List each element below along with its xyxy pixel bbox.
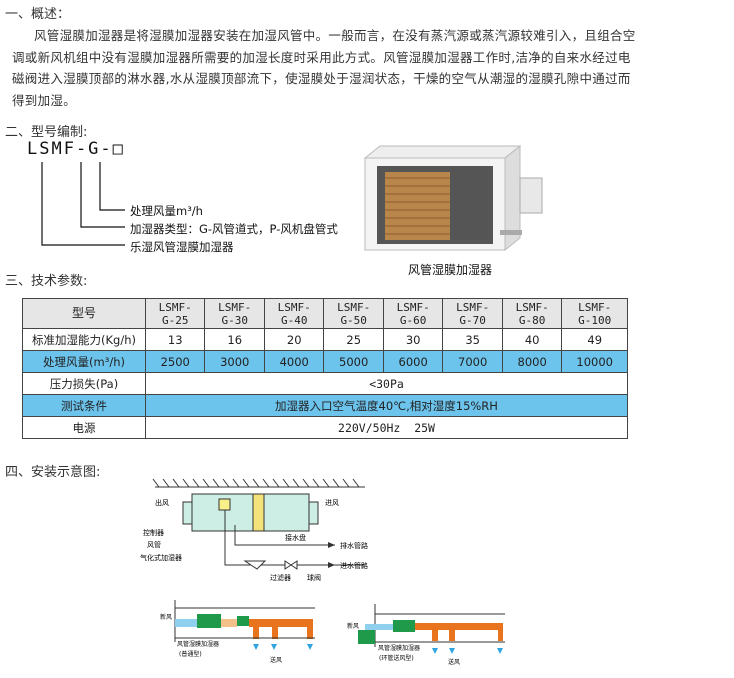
header-model: 型号	[22, 298, 146, 329]
product-photo	[363, 144, 543, 252]
cell: 10000	[561, 350, 628, 373]
cell: 5000	[323, 350, 384, 373]
model-cell: LSMF-G-60	[382, 298, 444, 329]
table-row-capacity: 标准加湿能力(Kg/h) 13 16 20 25 30 35 40 49	[22, 328, 628, 351]
overview-body: 风管湿膜加湿器是将湿膜加湿器安装在加湿风管中。一般而言，在没有蒸汽源或蒸汽源较难…	[12, 28, 636, 108]
install-diagram-piping: 出风 进风 控制器 风管 气化式加湿器 接水盘 排水管路 进水管路 过滤器 球阀	[140, 478, 368, 582]
model-cell: LSMF-G-50	[323, 298, 384, 329]
model-cell: LSMF-G-100	[561, 298, 628, 329]
model-line: G-80	[518, 313, 546, 327]
label-name-2: 风管湿膜加湿器	[378, 644, 420, 652]
overview-text: 风管湿膜加湿器是将湿膜加湿器安装在加湿风管中。一般而言，在没有蒸汽源或蒸汽源较难…	[12, 25, 642, 111]
row-label: 电源	[22, 416, 146, 439]
label-name: 风管湿膜加湿器	[177, 640, 219, 648]
model-cell: LSMF-G-25	[144, 298, 206, 329]
model-line: LSMF-	[337, 300, 371, 314]
label-supply: 送风	[270, 656, 282, 664]
cell: 40	[501, 328, 563, 351]
model-line: G-40	[280, 313, 308, 327]
model-line: G-60	[399, 313, 427, 327]
specs-heading: 三、技术参数:	[5, 274, 88, 289]
model-line: LSMF-	[218, 300, 252, 314]
model-line: G-30	[221, 313, 248, 327]
cell: <30Pa	[145, 372, 628, 395]
model-cell: LSMF-G-70	[442, 298, 503, 329]
cell: 220V/50Hz 25W	[145, 416, 628, 439]
model-cell: LSMF-G-30	[204, 298, 265, 329]
label-type-2: (环管送风型)	[379, 654, 414, 662]
model-line: LSMF-	[396, 300, 430, 314]
label-fresh-air: 新风	[160, 613, 172, 621]
row-label: 标准加湿能力(Kg/h)	[22, 328, 146, 351]
install-heading: 四、安装示意图:	[5, 465, 101, 480]
label-filter: 过滤器	[270, 573, 291, 582]
model-line: G-100	[578, 313, 612, 327]
cell: 加湿器入口空气温度40℃,相对湿度15%RH	[145, 394, 628, 417]
cell: 30	[382, 328, 444, 351]
table-header-row: 型号 LSMF-G-25 LSMF-G-30 LSMF-G-40 LSMF-G-…	[22, 298, 628, 329]
label-controller: 控制器	[143, 528, 164, 537]
model-line: LSMF-	[277, 300, 311, 314]
cell: 7000	[442, 350, 503, 373]
model-line: G-70	[459, 313, 486, 327]
model-code: LSMF-G-□	[27, 139, 125, 159]
cell: 20	[263, 328, 325, 351]
table-row-airflow: 处理风量(m³/h) 2500 3000 4000 5000 6000 7000…	[22, 350, 628, 373]
cell: 16	[204, 328, 265, 351]
legend-type: 加湿器类型：G-风管道式，P-风机盘管式	[130, 222, 338, 236]
legend-airflow: 处理风量m³/h	[130, 204, 203, 218]
label-inlet: 进风	[325, 499, 339, 507]
label-drain-pipe: 排水管路	[340, 541, 368, 550]
model-code-tree-lines	[41, 162, 125, 246]
model-cell: LSMF-G-40	[263, 298, 325, 329]
row-label: 处理风量(m³/h)	[22, 350, 146, 373]
diagram-ring: 新风 风管湿膜加湿器 (环管送风型) 送风	[347, 604, 505, 666]
cell: 8000	[501, 350, 563, 373]
row-label: 压力损失(Pa)	[22, 372, 146, 395]
cell: 2500	[144, 350, 206, 373]
model-line: G-25	[161, 313, 189, 327]
cell: 25	[323, 328, 384, 351]
product-photo-caption: 风管湿膜加湿器	[408, 263, 493, 277]
cell: 4000	[263, 350, 325, 373]
label-humidifier: 气化式加湿器	[140, 553, 182, 562]
model-line: G-50	[340, 313, 367, 327]
model-line: LSMF-	[578, 300, 612, 314]
label-water-in: 进水管路	[340, 561, 368, 570]
label-outlet: 出风	[155, 498, 169, 507]
overview-heading: 一、概述：	[5, 7, 71, 22]
model-line: LSMF-	[456, 300, 490, 314]
label-ball-valve: 球阀	[307, 573, 321, 582]
table-row-test: 测试条件 加湿器入口空气温度40℃,相对湿度15%RH	[22, 394, 628, 417]
cell: 3000	[204, 350, 265, 373]
model-line: LSMF-	[515, 300, 549, 314]
table-row-pressure: 压力损失(Pa) <30Pa	[22, 372, 628, 395]
specs-table: 型号 LSMF-G-25 LSMF-G-30 LSMF-G-40 LSMF-G-…	[22, 298, 628, 439]
install-diagram-duct: 新风 风管湿膜加湿器 (普通型) 送风 新风 风管湿膜加湿器 (环管送风型) 送…	[160, 600, 505, 666]
cell: 6000	[382, 350, 444, 373]
row-label: 测试条件	[22, 394, 146, 417]
table-row-power: 电源 220V/50Hz 25W	[22, 416, 628, 439]
label-drain-pan: 接水盘	[285, 533, 306, 542]
diagram-standard: 新风 风管湿膜加湿器 (普通型) 送风	[160, 600, 315, 664]
label-duct: 风管	[147, 540, 161, 549]
cell: 13	[144, 328, 206, 351]
model-cell: LSMF-G-80	[501, 298, 563, 329]
legend-brand: 乐湿风管湿膜加湿器	[130, 240, 234, 254]
model-line: LSMF-	[158, 300, 192, 314]
label-type: (普通型)	[179, 650, 202, 658]
cell: 35	[442, 328, 503, 351]
model-code-heading: 二、型号编制:	[5, 125, 88, 140]
label-fresh-air-2: 新风	[347, 622, 359, 630]
cell: 49	[561, 328, 628, 351]
label-supply-2: 送风	[448, 658, 460, 666]
